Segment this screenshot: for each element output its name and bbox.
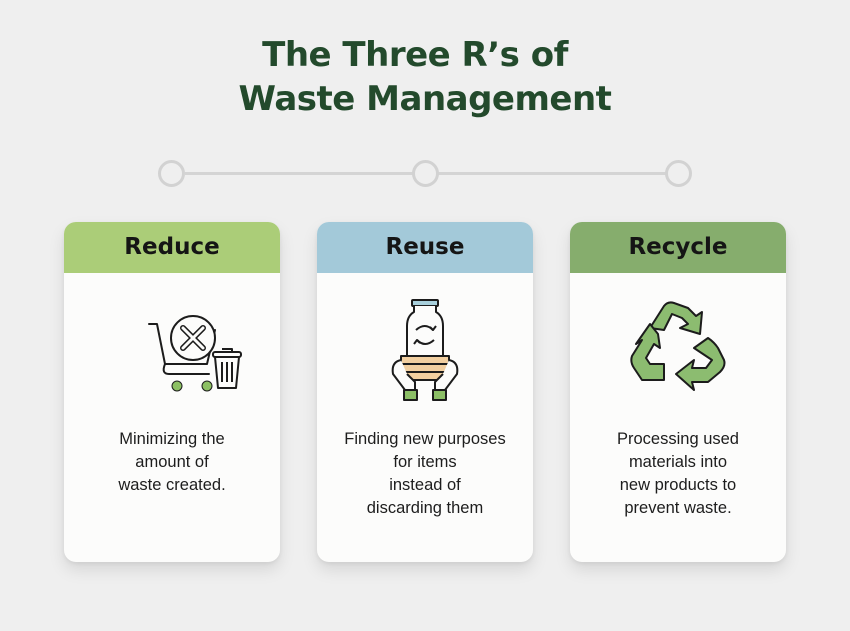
card-description: Processing used materials into new produ… xyxy=(617,430,739,517)
timeline xyxy=(0,158,850,188)
card-recycle: Recycle Processing used materials into n… xyxy=(570,222,786,562)
card-description: Minimizing the amount of waste created. xyxy=(118,430,226,494)
title-line-2: Waste Management xyxy=(238,79,612,119)
timeline-node-3 xyxy=(665,160,692,187)
recycle-icon xyxy=(570,301,786,412)
title-line-1: The Three R’s of xyxy=(262,35,568,75)
trash-can-icon xyxy=(212,348,242,389)
timeline-node-2 xyxy=(412,160,439,187)
page-title: The Three R’s of Waste Management xyxy=(0,33,850,121)
timeline-node-1 xyxy=(158,160,185,187)
card-reuse: Reuse Finding new purposes for items i xyxy=(317,222,533,562)
shopping-cart-cancel-icon xyxy=(64,302,280,412)
card-heading: Reuse xyxy=(317,222,533,273)
card-description: Finding new purposes for items instead o… xyxy=(344,430,506,517)
jar-with-hands-icon xyxy=(317,299,533,412)
card-heading: Recycle xyxy=(570,222,786,273)
card-reduce: Reduce Minimizing the xyxy=(64,222,280,562)
card-heading: Reduce xyxy=(64,222,280,273)
